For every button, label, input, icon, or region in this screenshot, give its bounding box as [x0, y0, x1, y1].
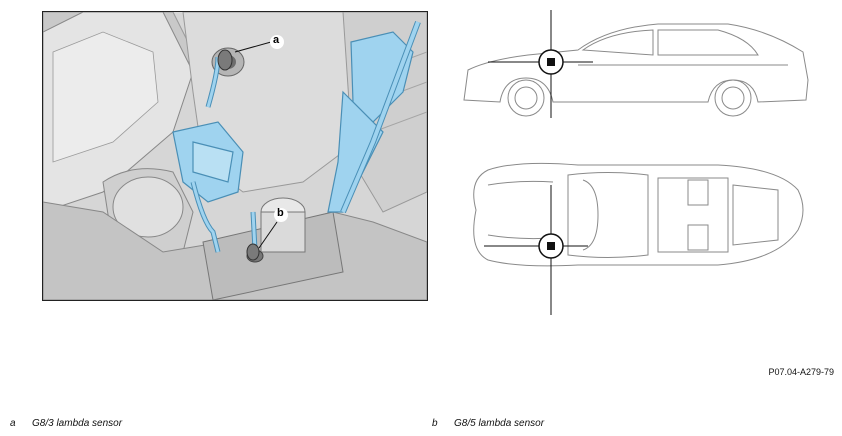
vehicle-location-views [458, 10, 838, 320]
sensor-b-marker [246, 208, 288, 261]
legend-item-b: b G8/5 lambda sensor [432, 418, 544, 429]
car-top-view [473, 162, 804, 267]
engine-bay-drawing [43, 12, 427, 300]
callout-b-label: b [277, 207, 284, 219]
figure-reference-code: P07.04-A279-79 [768, 367, 834, 377]
legend-text-a: G8/3 lambda sensor [32, 418, 123, 429]
vehicle-outline-drawing [463, 10, 809, 315]
legend-letter-b: b [432, 418, 438, 429]
callout-a-label: a [273, 34, 280, 46]
car-side-view [463, 23, 809, 103]
engine-bay-illustration: a b [42, 11, 428, 301]
legend-text-b: G8/5 lambda sensor [454, 418, 545, 429]
legend-item-a: a G8/3 lambda sensor [10, 418, 122, 429]
side-view-locator [488, 10, 593, 118]
legend-letter-a: a [10, 418, 16, 429]
sensor-a-marker [217, 35, 284, 71]
top-view-locator [484, 185, 588, 315]
